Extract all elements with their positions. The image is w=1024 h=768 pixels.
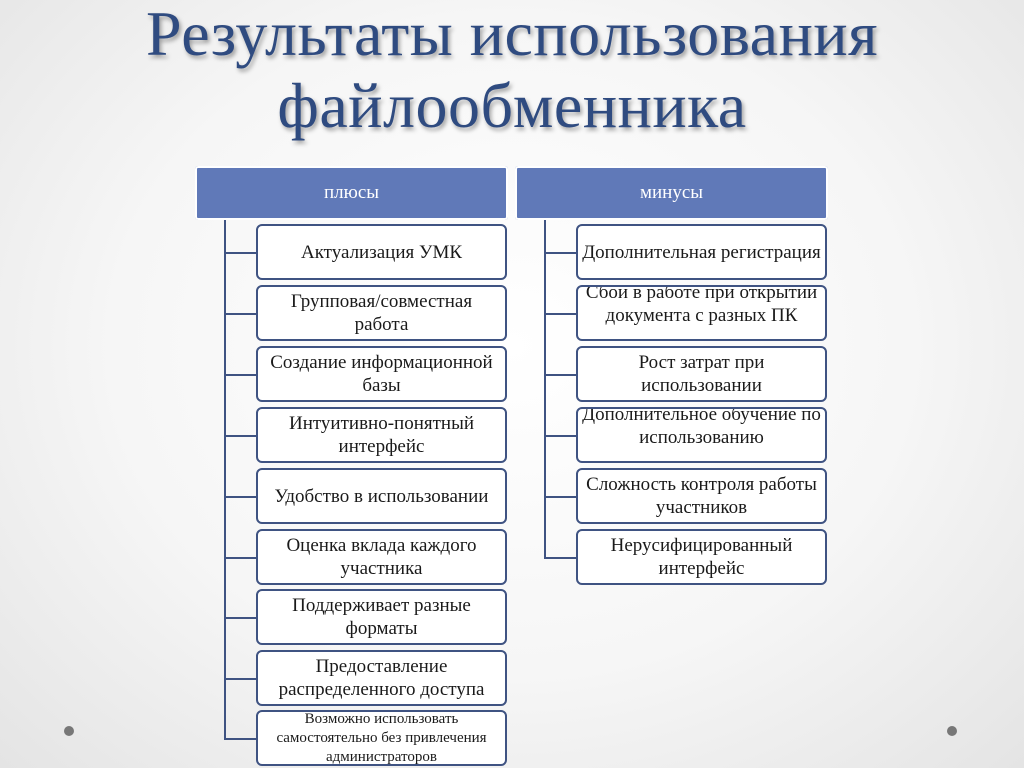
pluses-connector (224, 313, 257, 315)
plus-item: Актуализация УМК (256, 224, 507, 280)
plus-item: Создание информационной базы (256, 346, 507, 402)
minuses-header: минусы (515, 166, 828, 220)
plus-item: Интуитивно-понятный интерфейс (256, 407, 507, 463)
minuses-connector (544, 557, 577, 559)
minuses-connector-trunk (544, 220, 546, 558)
pluses-connector (224, 435, 257, 437)
minuses-connector (544, 313, 577, 315)
slide-title: Результаты использования файлообменника (0, 0, 1024, 142)
minuses-connector (544, 496, 577, 498)
minus-item: Сложность контроля работы участников (576, 468, 827, 524)
minus-item: Дополнительное обучение по использованию (576, 407, 827, 463)
plus-item: Оценка вклада каждого участника (256, 529, 507, 585)
pluses-connector (224, 496, 257, 498)
minuses-connector (544, 252, 577, 254)
left-dot-icon (64, 726, 74, 736)
pluses-connector (224, 738, 257, 740)
minus-item: Сбои в работе при открытии документа с р… (576, 285, 827, 341)
plus-item: Удобство в использовании (256, 468, 507, 524)
plus-item: Предоставление распределенного доступа (256, 650, 507, 706)
title-line-1: Результаты использования (145, 0, 879, 69)
minus-item: Рост затрат при использовании (576, 346, 827, 402)
pluses-connector (224, 678, 257, 680)
minus-item: Нерусифицированный интерфейс (576, 529, 827, 585)
minus-item: Дополнительная регистрация (576, 224, 827, 280)
pluses-header: плюсы (195, 166, 508, 220)
minus-item-text: Сбои в работе при открытии документа с р… (585, 285, 818, 326)
pluses-connector-trunk (224, 220, 226, 740)
plus-item: Поддерживает разные форматы (256, 589, 507, 645)
pluses-connector (224, 557, 257, 559)
plus-item: Возможно использовать самостоятельно без… (256, 710, 507, 766)
minus-item-text: Дополнительное обучение по использованию (582, 407, 821, 448)
title-line-2: файлообменника (277, 70, 747, 141)
pluses-connector (224, 374, 257, 376)
pluses-connector (224, 617, 257, 619)
minuses-connector (544, 374, 577, 376)
minuses-connector (544, 435, 577, 437)
pluses-connector (224, 252, 257, 254)
plus-item: Групповая/совместная работа (256, 285, 507, 341)
right-dot-icon (947, 726, 957, 736)
